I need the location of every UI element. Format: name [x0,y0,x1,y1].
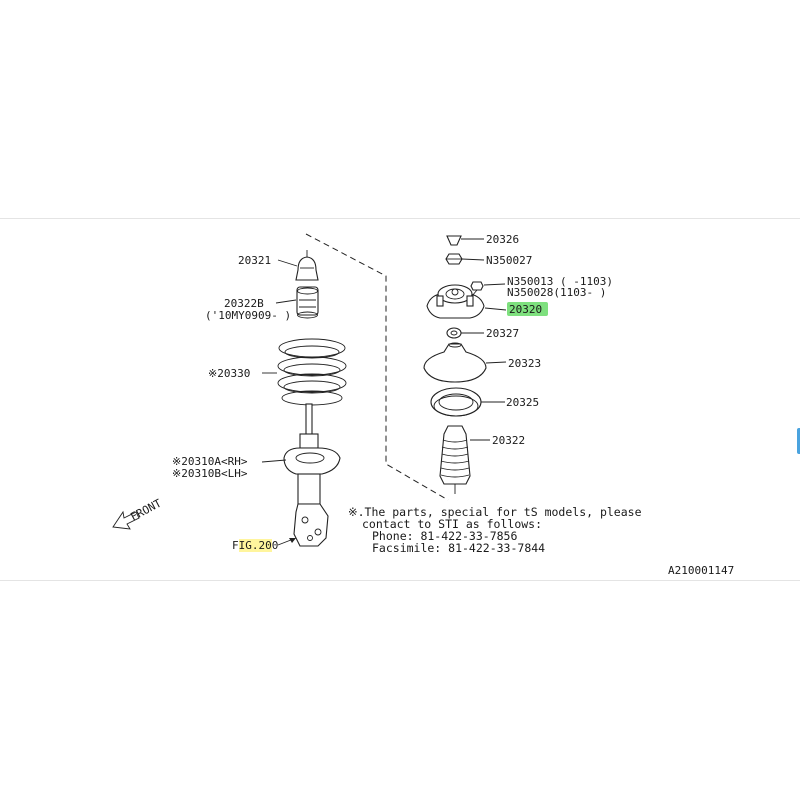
bump-stop-leader [277,259,298,267]
fig-highlight [239,539,272,552]
washer-part[interactable] [446,327,462,339]
group-bracket-line [305,233,449,501]
nut-part[interactable] [445,253,463,265]
label-strut-lh[interactable]: ※20310B<LH> [172,467,248,480]
upper-seat-leader [485,361,507,364]
helper-spring-part[interactable] [296,286,319,319]
strut-leader [261,459,287,463]
label-nut[interactable]: N350027 [486,254,532,267]
label-strut-rh[interactable]: ※20310A<RH> [172,455,248,468]
cap-part[interactable] [446,235,462,246]
top-divider [0,218,800,219]
scroll-tab[interactable] [797,428,800,454]
strut-mount-part[interactable] [426,281,485,319]
label-front: FRONT [128,496,164,523]
diagram-code: A210001147 [668,564,734,577]
rubber-seat-part[interactable] [430,387,482,417]
bump-stop-part[interactable] [295,250,319,281]
helper-spring-leader [275,299,297,304]
nut-leader [461,258,485,261]
dust-boot-part[interactable] [439,425,471,494]
coil-spring-part[interactable] [277,338,347,406]
upper-seat-part[interactable] [423,342,487,383]
label-helper-spring[interactable]: 20322B [224,297,264,310]
label-cap[interactable]: 20326 [486,233,519,246]
note-fax: Facsimile: 81-422-33-7844 [372,541,545,555]
label-helper-spring-note: ('10MY0909- ) [205,309,291,322]
bolt-leader [483,283,506,286]
note-line-1: ※.The parts, special for tS models, plea… [348,505,642,519]
label-washer[interactable]: 20327 [486,327,519,340]
label-bolt-a[interactable]: N350013 ( -1103) [507,275,613,288]
label-dust-boot[interactable]: 20322 [492,434,525,447]
label-bolt-b[interactable]: N350028(1103- ) [507,286,606,299]
fig-arrowhead [289,538,296,543]
label-fig-ref[interactable]: FIG.200 [232,539,278,552]
note-line-2: contact to STI as follows: [362,517,542,531]
label-mount[interactable]: 20320 [509,303,542,316]
mount-highlight [507,302,548,316]
mount-leader [484,307,507,311]
strut-part[interactable] [283,403,341,547]
label-rubber-seat[interactable]: 20325 [506,396,539,409]
note-phone: Phone: 81-422-33-7856 [372,529,517,543]
bottom-divider [0,580,800,581]
label-coil-spring[interactable]: ※20330 [208,367,250,380]
front-arrow-icon [112,510,140,530]
label-bump-stop[interactable]: 20321 [238,254,271,267]
label-upper-seat[interactable]: 20323 [508,357,541,370]
